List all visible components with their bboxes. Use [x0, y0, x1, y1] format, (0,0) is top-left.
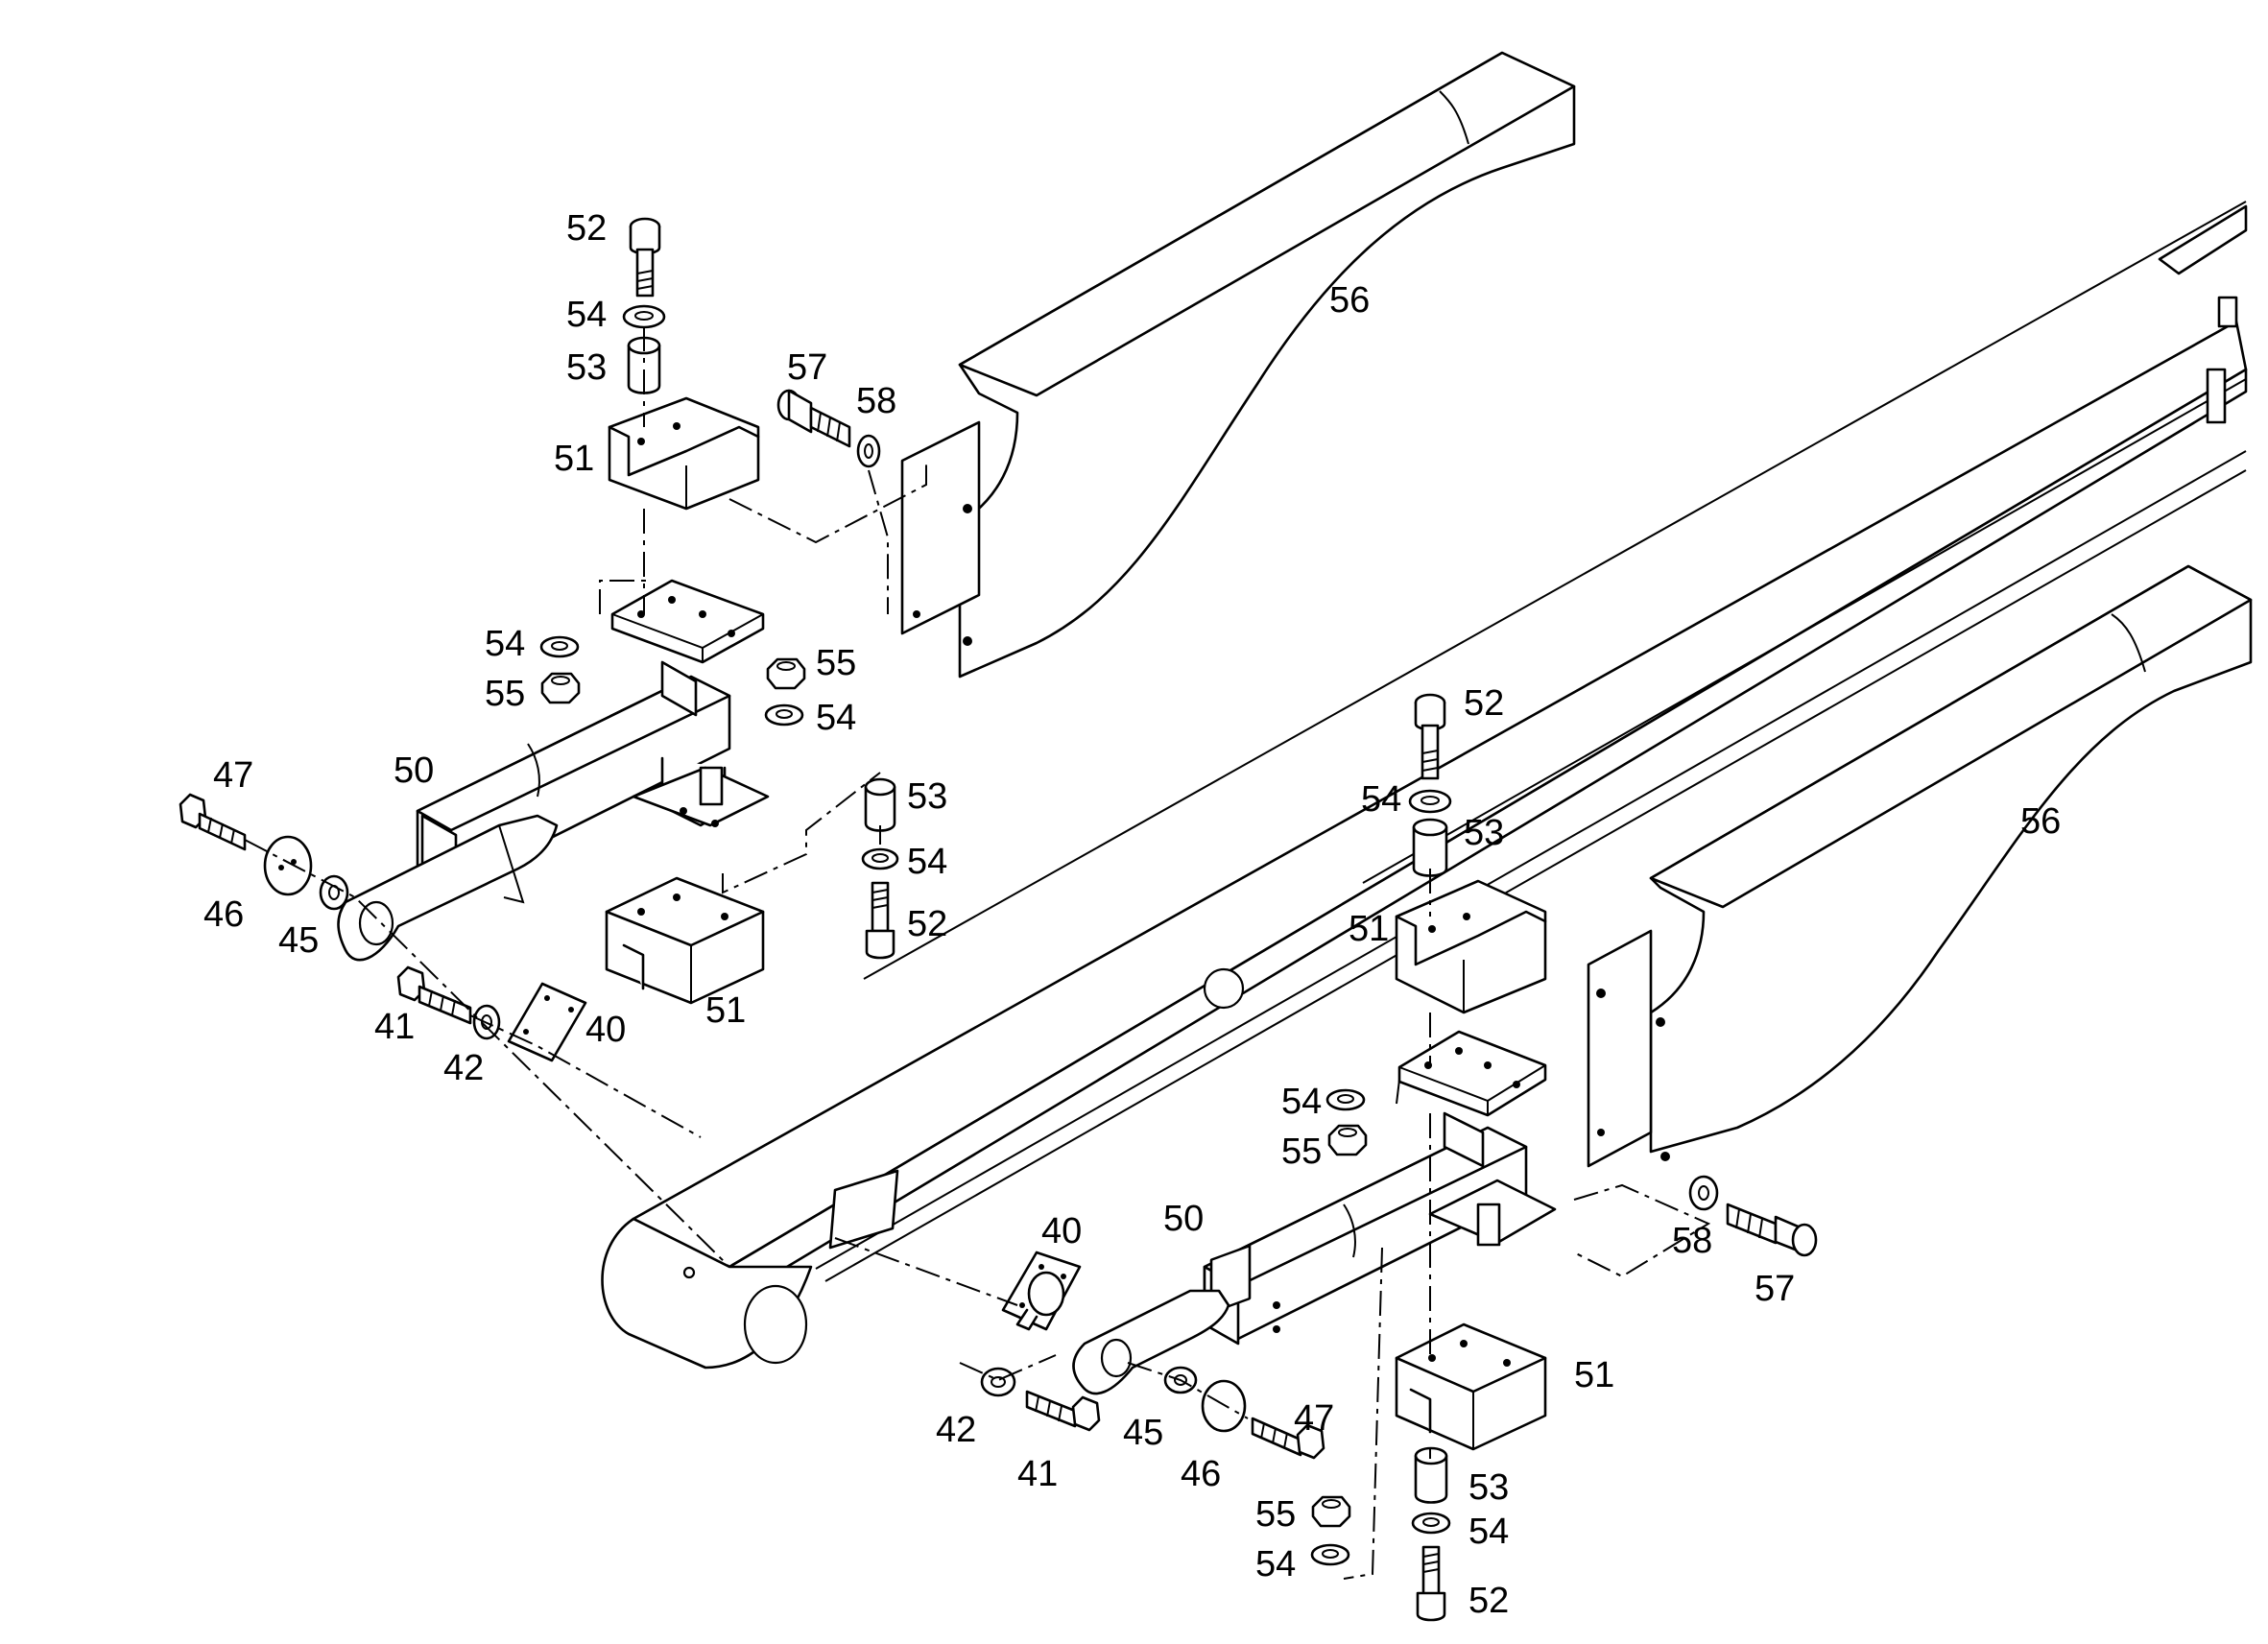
callout-56-lower: 56	[2020, 801, 2061, 842]
callout-52-bottom: 52	[1468, 1581, 1509, 1621]
callout-54-center: 54	[907, 842, 947, 882]
callout-52-upper-left: 52	[566, 208, 607, 249]
callout-51-center: 51	[705, 990, 746, 1031]
washer-54-c	[764, 703, 804, 727]
bolt-57-b	[1726, 1203, 1818, 1257]
washer-54-a	[622, 304, 666, 329]
callout-51-upper-left: 51	[554, 439, 594, 479]
callout-53-center: 53	[907, 776, 947, 817]
washer-54-h	[1310, 1543, 1350, 1566]
callout-41-left: 41	[374, 1007, 415, 1047]
spacer-53-d	[1414, 1446, 1448, 1504]
callout-55-bottom: 55	[1255, 1494, 1296, 1535]
callout-53-bottom: 53	[1468, 1467, 1509, 1508]
nut-55-a	[540, 672, 581, 704]
callout-40-right: 40	[1041, 1211, 1082, 1251]
callout-54-mid-left: 54	[485, 624, 525, 664]
nut-55-c	[1327, 1124, 1368, 1156]
callout-45-left: 45	[278, 920, 319, 961]
nut-55-d	[1311, 1495, 1351, 1528]
callout-41-right: 41	[1017, 1454, 1058, 1494]
callout-40-left: 40	[585, 1010, 626, 1050]
callout-47-left: 47	[213, 755, 253, 796]
callout-56-upper: 56	[1329, 280, 1370, 321]
assembly-center-lines	[244, 326, 1711, 1580]
arm-56-upper	[900, 51, 1576, 679]
washer-45-b	[1163, 1366, 1198, 1394]
arm-56-lower	[1587, 564, 2253, 1168]
callout-46-right: 46	[1181, 1454, 1221, 1494]
bolt-52-d	[1416, 1545, 1446, 1622]
callout-55-mid-right: 55	[816, 643, 856, 683]
washer-58-a	[856, 434, 881, 468]
callout-55-right-mid: 55	[1281, 1132, 1322, 1172]
nut-55-b	[766, 657, 806, 690]
bolt-41-a	[396, 965, 472, 1025]
plate-upper-a	[610, 579, 765, 664]
callout-54-bottom-left: 54	[1255, 1544, 1296, 1584]
callout-57-upper: 57	[787, 347, 827, 388]
washer-54-f	[1325, 1088, 1366, 1111]
washer-42-b	[980, 1367, 1016, 1397]
callout-53-upper-left: 53	[566, 347, 607, 388]
bracket-51-b	[605, 876, 765, 1005]
bracket-51-d	[1395, 1322, 1547, 1451]
callout-52-right-upper: 52	[1464, 683, 1504, 724]
plate-40-a	[507, 982, 587, 1062]
callout-42-left: 42	[443, 1048, 484, 1088]
tube-50-a	[337, 660, 770, 962]
callout-50-left: 50	[394, 751, 434, 791]
washer-58-b	[1688, 1175, 1719, 1211]
bracket-51-c	[1395, 879, 1547, 1014]
washer-54-d	[861, 847, 899, 870]
bolt-47-a	[179, 793, 247, 851]
callout-51-right-upper: 51	[1349, 909, 1389, 949]
callout-46-left: 46	[203, 894, 244, 935]
bolt-52-b	[865, 881, 895, 960]
callout-52-center: 52	[907, 904, 947, 944]
callout-42-right: 42	[936, 1410, 976, 1450]
callout-51-right-lower: 51	[1574, 1355, 1614, 1395]
bolt-57-a	[776, 389, 851, 448]
callout-55-mid-left: 55	[485, 674, 525, 714]
callout-54-right-upper: 54	[1361, 779, 1401, 820]
callout-54-bottom-right: 54	[1468, 1512, 1509, 1552]
callout-57-lower: 57	[1755, 1269, 1795, 1309]
bolt-47-b	[1251, 1417, 1325, 1460]
callout-labels: 52 54 53 51 57 58 56 54 55 55 54 47 50 4…	[203, 208, 2061, 1621]
spacer-53-b	[864, 777, 896, 832]
plate-upper-b	[1397, 1030, 1547, 1117]
plate-40-b	[1001, 1251, 1082, 1331]
callout-54-mid-right: 54	[816, 698, 856, 738]
callout-45-right: 45	[1123, 1413, 1163, 1453]
callout-58-lower: 58	[1672, 1221, 1712, 1261]
callout-54-upper-left: 54	[566, 295, 607, 335]
callout-58-upper: 58	[856, 381, 896, 421]
bolt-52-a	[629, 217, 661, 298]
callout-47-right: 47	[1294, 1398, 1334, 1439]
disc-46-b	[1201, 1379, 1247, 1433]
callout-50-right: 50	[1163, 1199, 1204, 1239]
spacer-53-c	[1412, 818, 1448, 877]
callout-53-right-upper: 53	[1464, 813, 1504, 853]
disc-46-a	[263, 835, 313, 896]
bolt-52-c	[1414, 693, 1446, 780]
washer-54-b	[539, 635, 580, 658]
washer-54-g	[1411, 1512, 1451, 1535]
tube-50-b	[1072, 1111, 1557, 1395]
washer-54-e	[1408, 789, 1452, 814]
callout-54-right-mid: 54	[1281, 1082, 1322, 1122]
bolt-41-b	[1025, 1390, 1101, 1432]
bracket-51-a	[608, 396, 760, 511]
